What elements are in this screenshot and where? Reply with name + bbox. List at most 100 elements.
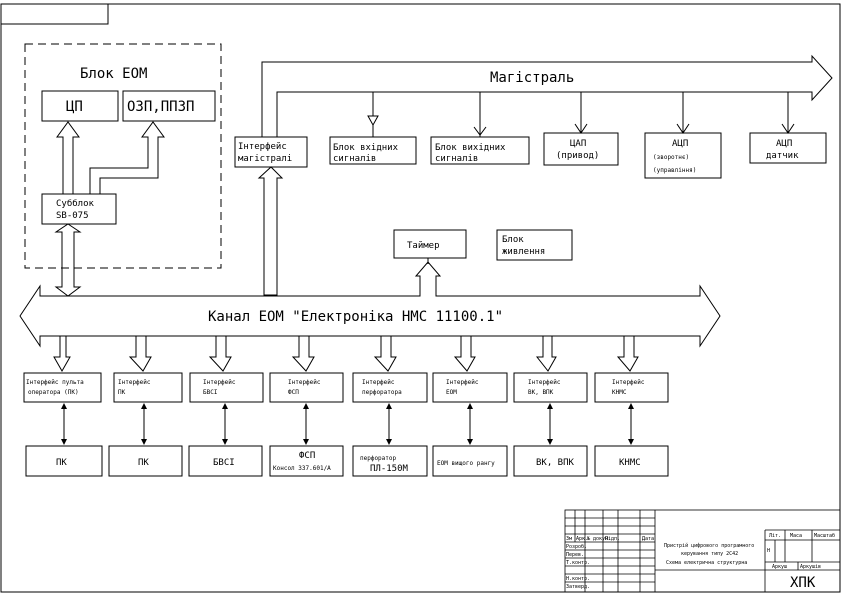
module-adc-feedback-label-2: (зворотнє) bbox=[653, 154, 689, 161]
tb-title-2: керування типу 2С42 bbox=[681, 551, 738, 557]
module-adc-feedback-label-1: АЦП bbox=[672, 139, 688, 149]
interface-label-7-l2: ВК, ВПК bbox=[528, 389, 554, 396]
tb-lit: Літ. bbox=[769, 533, 781, 539]
tb-letter: Н bbox=[767, 548, 770, 554]
memory-label: ОЗП,ППЗП bbox=[127, 99, 194, 115]
bus-interface-label-1: Інтерфейс bbox=[238, 142, 287, 152]
device-box-knms bbox=[594, 445, 669, 477]
device-label-2: ПК bbox=[138, 458, 149, 468]
interface-label-6-l1: Інтерфейс bbox=[446, 379, 479, 386]
interface-label-7-l1: Інтерфейс bbox=[528, 379, 561, 386]
eom-block-title: Блок ЕОМ bbox=[80, 66, 147, 82]
module-outputs-label-2: сигналів bbox=[435, 154, 478, 164]
device-label-8: КНМС bbox=[619, 458, 641, 468]
module-adc-sensor-label-2: датчик bbox=[766, 151, 799, 161]
tap-adc-sensor bbox=[781, 92, 795, 134]
interface-label-4-l2: ФСП bbox=[288, 389, 299, 396]
interface-label-6-l2: ЕОМ bbox=[446, 389, 457, 396]
channel-tap-6 bbox=[453, 336, 476, 372]
interface-box-knms bbox=[594, 372, 669, 403]
interface-label-3-l2: БВСІ bbox=[203, 389, 218, 396]
channel-label: Канал ЕОМ "Електроніка НМС 11100.1" bbox=[208, 309, 503, 325]
module-adc-sensor-label-1: АЦП bbox=[776, 139, 792, 149]
cpu-box bbox=[41, 90, 119, 122]
magistral-bus-arrow bbox=[261, 54, 833, 137]
tb-mass: Маса bbox=[790, 533, 802, 539]
module-outputs-label-1: Блок вихідних bbox=[435, 143, 506, 153]
device-box-eom-higher bbox=[432, 445, 508, 477]
channel-tap-2 bbox=[128, 336, 152, 372]
interface-box-eom bbox=[432, 372, 508, 403]
device-label-6: ЕОМ вищого рангу bbox=[437, 460, 495, 467]
module-inputs-label-2: сигналів bbox=[333, 154, 376, 164]
interface-label-5-l2: перфоратора bbox=[362, 389, 402, 396]
magistral-label: Магістраль bbox=[490, 70, 574, 86]
subblock-box bbox=[41, 193, 117, 225]
timer-box bbox=[393, 229, 467, 259]
device-label-5-l2: ПЛ-150М bbox=[370, 464, 409, 474]
interface-box-perforator bbox=[352, 372, 428, 403]
drawing-frame bbox=[0, 3, 841, 593]
power-box bbox=[496, 229, 573, 261]
channel-tap-1 bbox=[53, 336, 71, 373]
channel-bus-arrow bbox=[19, 261, 721, 348]
tb-role-2: Перев. bbox=[566, 552, 584, 558]
channel-tap-8 bbox=[616, 336, 639, 372]
tb-col-date: Дата bbox=[642, 536, 654, 542]
interface-label-5-l1: Інтерфейс bbox=[362, 379, 395, 386]
subblock-to-cpu-arrow bbox=[56, 121, 80, 194]
module-dac-label-1: ЦАП bbox=[570, 139, 586, 149]
module-inputs-label-1: Блок вхідних bbox=[333, 143, 399, 153]
tap-inputs bbox=[367, 92, 379, 127]
tb-sheet: Аркуш bbox=[772, 564, 787, 570]
interface-label-2-l2: ПК bbox=[118, 389, 126, 396]
interface-channel-link bbox=[257, 166, 284, 296]
timer-label: Таймер bbox=[407, 241, 440, 251]
device-label-1: ПК bbox=[56, 458, 67, 468]
tb-role-3: Т.контр. bbox=[566, 560, 590, 566]
power-label-1: Блок bbox=[502, 235, 524, 245]
device-label-4-l2: Консол 337.601/А bbox=[273, 465, 331, 472]
interface-box-pc bbox=[113, 372, 183, 403]
subblock-to-memory-arrow bbox=[89, 121, 165, 194]
tb-role-4: Н.контр. bbox=[566, 576, 590, 582]
device-label-3: БВСІ bbox=[213, 458, 235, 468]
top-left-stamp bbox=[1, 4, 109, 25]
tap-adc-feedback bbox=[676, 92, 690, 134]
subblock-label-2: SB-075 bbox=[56, 211, 89, 221]
interface-box-bvsi bbox=[189, 372, 264, 403]
interface-label-4-l1: Інтерфейс bbox=[288, 379, 321, 386]
interface-label-2-l1: Інтерфейс bbox=[118, 379, 151, 386]
interface-label-8-l2: КНМС bbox=[612, 389, 627, 396]
device-box-perforator bbox=[352, 445, 428, 477]
device-label-5-l1: перфоратор bbox=[360, 455, 397, 462]
channel-tap-3 bbox=[208, 336, 232, 372]
tb-col-zm: Зм bbox=[566, 536, 572, 542]
memory-box bbox=[122, 90, 216, 122]
tb-role-1: Розроб. bbox=[566, 543, 587, 550]
device-box-bvsi bbox=[188, 445, 263, 477]
tb-col-doc: № докум. bbox=[587, 536, 611, 542]
tb-col-sign: Підп. bbox=[605, 536, 620, 542]
power-label-2: живлення bbox=[502, 247, 545, 257]
eom-block-outline bbox=[24, 43, 222, 269]
tap-dac bbox=[574, 92, 588, 134]
channel-tap-5 bbox=[373, 336, 397, 372]
channel-tap-4 bbox=[291, 336, 315, 372]
device-box-fsp bbox=[269, 445, 344, 477]
subblock-label-1: Субблок bbox=[56, 198, 95, 209]
tb-org: ХПК bbox=[790, 575, 816, 591]
tb-scale: Масштаб bbox=[814, 532, 835, 539]
interface-label-1-l2: оператора (ПК) bbox=[28, 389, 79, 396]
tb-col-ark: Арк. bbox=[576, 536, 588, 542]
cpu-label: ЦП bbox=[66, 99, 83, 115]
device-box-pc bbox=[108, 445, 183, 477]
tb-title-3: Схема електрична структурна bbox=[666, 560, 747, 566]
bus-interface-label-2: магістралі bbox=[238, 154, 292, 164]
module-adc-feedback-label-3: (управління) bbox=[653, 167, 696, 174]
subblock-channel-link bbox=[54, 223, 82, 297]
interface-label-8-l1: Інтерфейс bbox=[612, 379, 645, 386]
title-block bbox=[564, 509, 841, 593]
tb-sheets: Аркушів bbox=[800, 564, 821, 570]
